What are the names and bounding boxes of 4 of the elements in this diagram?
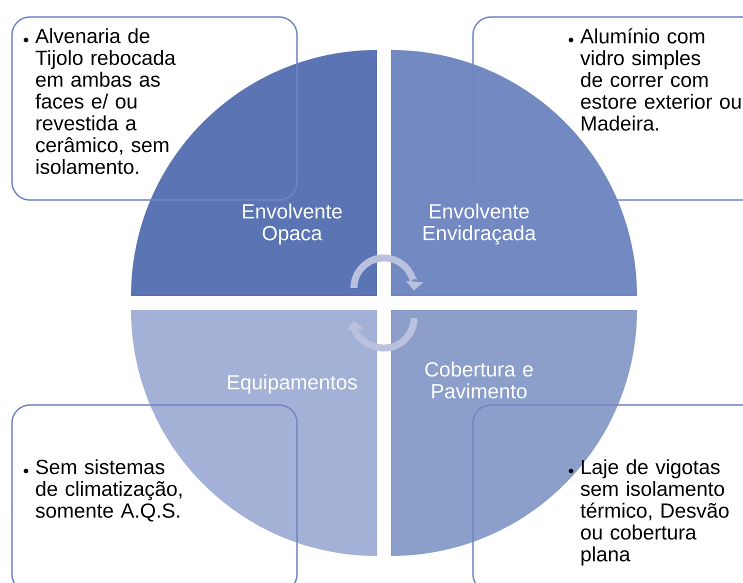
text-box: Alvenaria de Tijolo rebocada em ambas as faces e/ ou revestida a cerâmico, sem isolamento. <box>11 16 298 201</box>
text-box: Sem sistemas de climatização, somente A.Q.S. <box>11 404 298 583</box>
text-box: Alumínio com vidro simples de correr com estore exterior ou Madeira. <box>472 16 743 201</box>
text-box: Laje de vigotas sem isolamento térmico, Desvão ou cobertura plana <box>472 404 743 583</box>
